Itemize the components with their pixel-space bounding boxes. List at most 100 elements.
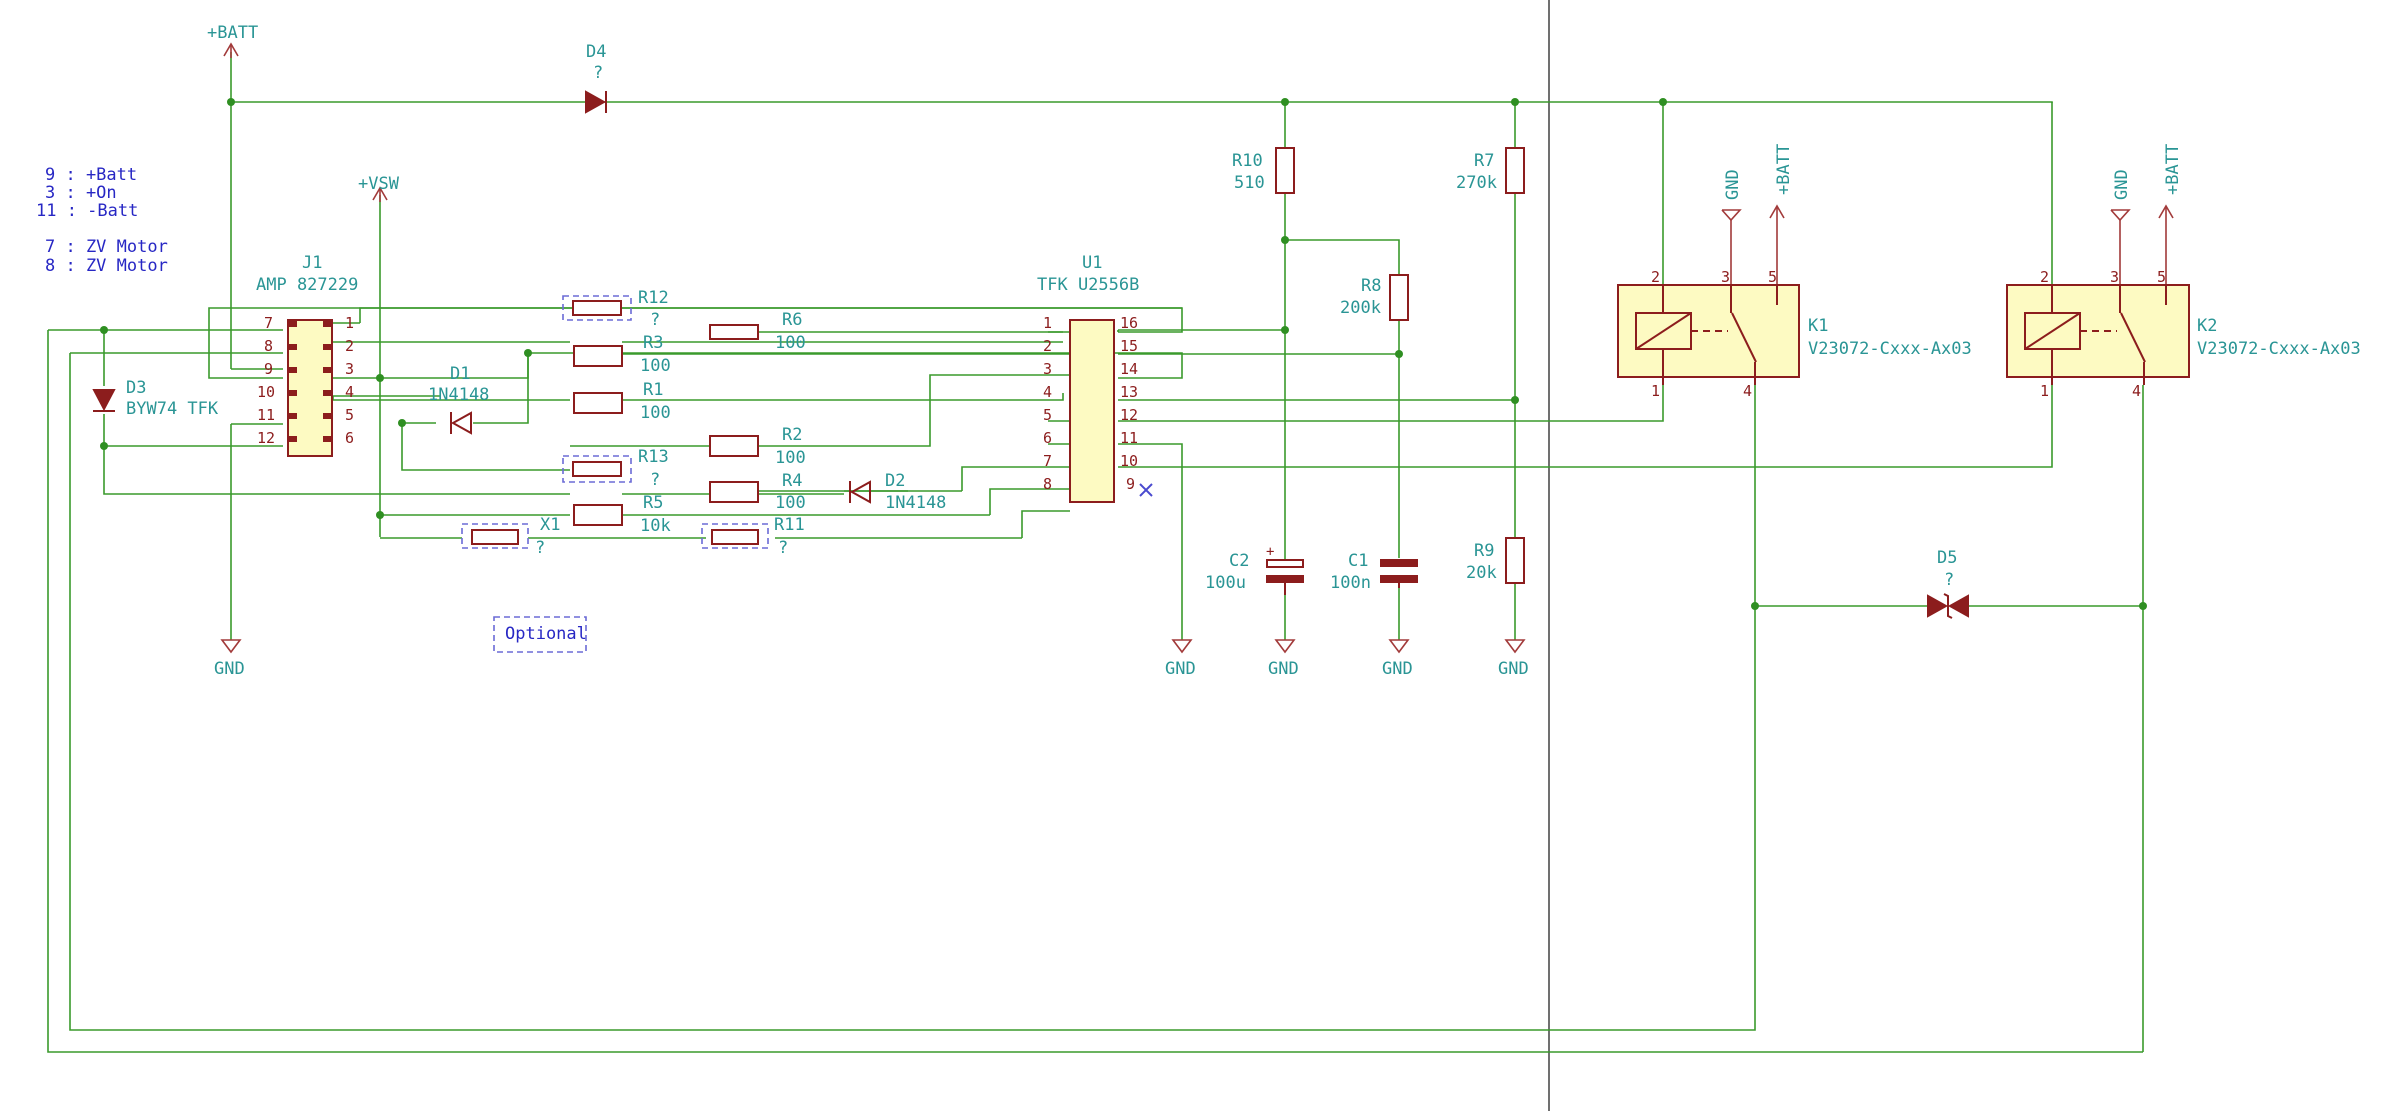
svg-text:1N4148: 1N4148 — [428, 385, 489, 405]
diode-d3: D3 BYW74 TFK — [92, 378, 219, 419]
svg-text:5: 5 — [2157, 268, 2166, 286]
svg-text:1: 1 — [1651, 382, 1660, 400]
svg-text:8: 8 — [1043, 475, 1052, 493]
svg-text:R9: R9 — [1474, 541, 1494, 561]
relay-k2: 2 3 5 1 4 K2 V23072-Cxxx-Ax03 — [2006, 268, 2361, 400]
resistor-r2: R2 100 — [709, 425, 806, 468]
svg-text:2: 2 — [345, 337, 354, 355]
diode-d5: D5 ? — [1927, 548, 1969, 619]
svg-text:4: 4 — [1743, 382, 1752, 400]
svg-text:K2: K2 — [2197, 316, 2217, 336]
svg-text:?: ? — [650, 470, 660, 490]
svg-text:6: 6 — [1043, 429, 1052, 447]
svg-text:100: 100 — [640, 356, 671, 376]
svg-text:4: 4 — [1043, 383, 1052, 401]
svg-text:?: ? — [593, 63, 603, 83]
svg-text:1: 1 — [345, 314, 354, 332]
svg-text:9 : +Batt: 9 : +Batt — [45, 165, 137, 185]
svg-text:R6: R6 — [782, 310, 802, 330]
svg-text:10k: 10k — [640, 516, 671, 536]
svg-text:+BATT: +BATT — [207, 23, 258, 43]
svg-text:3: 3 — [1721, 268, 1730, 286]
svg-text:?: ? — [1944, 570, 1954, 590]
svg-text:R2: R2 — [782, 425, 802, 445]
svg-text:5: 5 — [345, 406, 354, 424]
ic-u1: U1 TFK U2556B 1 2 3 4 5 6 7 8 16 15 14 1… — [1037, 253, 1153, 503]
resistor-r1: R1 100 — [573, 380, 671, 423]
svg-text:1N4148: 1N4148 — [885, 493, 946, 513]
svg-text:R3: R3 — [643, 333, 663, 353]
resistor-r11: R11 ? — [701, 515, 805, 558]
connector-j1: J1 AMP 827229 7 8 9 10 11 12 1 2 3 4 5 6 — [256, 253, 358, 457]
power-vsw: +VSW — [358, 174, 400, 202]
capacitor-c1: C1 100n — [1330, 551, 1418, 593]
capacitor-c2: + C2 100u — [1205, 544, 1304, 595]
svg-text:3 : +On: 3 : +On — [45, 183, 117, 203]
svg-text:20k: 20k — [1466, 563, 1497, 583]
svg-text:9: 9 — [1126, 475, 1135, 493]
svg-text:R10: R10 — [1232, 151, 1263, 171]
svg-text:R4: R4 — [782, 471, 802, 491]
diode-d1: D1 1N4148 — [428, 364, 489, 435]
wires — [47, 52, 2144, 1053]
svg-text:100: 100 — [640, 403, 671, 423]
svg-text:V23072-Cxxx-Ax03: V23072-Cxxx-Ax03 — [2197, 339, 2361, 359]
svg-text:D1: D1 — [450, 364, 470, 384]
svg-text:V23072-Cxxx-Ax03: V23072-Cxxx-Ax03 — [1808, 339, 1972, 359]
power-gnd-k1: GND — [1721, 169, 1743, 287]
svg-text:GND: GND — [1382, 659, 1413, 679]
svg-text:100: 100 — [775, 333, 806, 353]
svg-text:8 : ZV Motor: 8 : ZV Motor — [45, 256, 168, 276]
svg-text:C2: C2 — [1229, 551, 1249, 571]
svg-text:5: 5 — [1768, 268, 1777, 286]
svg-text:+: + — [1266, 544, 1274, 560]
svg-text:1: 1 — [2040, 382, 2049, 400]
power-batt-k1: +BATT — [1769, 144, 1794, 287]
svg-text:100n: 100n — [1330, 573, 1371, 593]
resistor-r7: R7 270k — [1456, 147, 1525, 194]
svg-text:13: 13 — [1120, 383, 1138, 401]
svg-text:GND: GND — [1165, 659, 1196, 679]
resistor-r8: R8 200k — [1340, 274, 1409, 321]
svg-text:J1: J1 — [302, 253, 322, 273]
svg-text:11 : -Batt: 11 : -Batt — [36, 201, 138, 221]
svg-text:1: 1 — [1043, 314, 1052, 332]
svg-text:?: ? — [778, 538, 788, 558]
svg-text:R13: R13 — [638, 447, 669, 467]
svg-text:100: 100 — [775, 493, 806, 513]
svg-text:D2: D2 — [885, 471, 905, 491]
svg-text:7: 7 — [264, 314, 273, 332]
svg-text:R8: R8 — [1361, 276, 1381, 296]
resistor-r3: R3 100 — [573, 333, 671, 376]
svg-text:8: 8 — [264, 337, 273, 355]
svg-text:5: 5 — [1043, 406, 1052, 424]
svg-text:+BATT: +BATT — [1774, 144, 1794, 195]
svg-text:3: 3 — [345, 360, 354, 378]
svg-text:R1: R1 — [643, 380, 663, 400]
svg-text:510: 510 — [1234, 173, 1265, 193]
svg-text:K1: K1 — [1808, 316, 1828, 336]
svg-text:Optional: Optional — [505, 624, 587, 644]
svg-text:GND: GND — [1268, 659, 1299, 679]
svg-text:X1: X1 — [540, 515, 560, 535]
svg-text:D5: D5 — [1937, 548, 1957, 568]
svg-text:15: 15 — [1120, 337, 1138, 355]
resistor-x1: X1 ? — [461, 515, 560, 558]
svg-text:4: 4 — [2132, 382, 2141, 400]
svg-text:GND: GND — [1723, 169, 1743, 200]
svg-text:?: ? — [650, 310, 660, 330]
svg-text:2: 2 — [2040, 268, 2049, 286]
svg-text:10: 10 — [1120, 452, 1138, 470]
optional-legend: Optional — [493, 616, 587, 653]
svg-text:U1: U1 — [1082, 253, 1102, 273]
svg-text:3: 3 — [1043, 360, 1052, 378]
svg-text:7: 7 — [1043, 452, 1052, 470]
svg-text:11: 11 — [1120, 429, 1138, 447]
svg-text:D3: D3 — [126, 378, 146, 398]
svg-text:200k: 200k — [1340, 298, 1381, 318]
svg-text:2: 2 — [1043, 337, 1052, 355]
diode-d4: D4 ? — [585, 42, 607, 114]
svg-text:R7: R7 — [1474, 151, 1494, 171]
svg-text:D4: D4 — [586, 42, 606, 62]
svg-text:16: 16 — [1120, 314, 1138, 332]
